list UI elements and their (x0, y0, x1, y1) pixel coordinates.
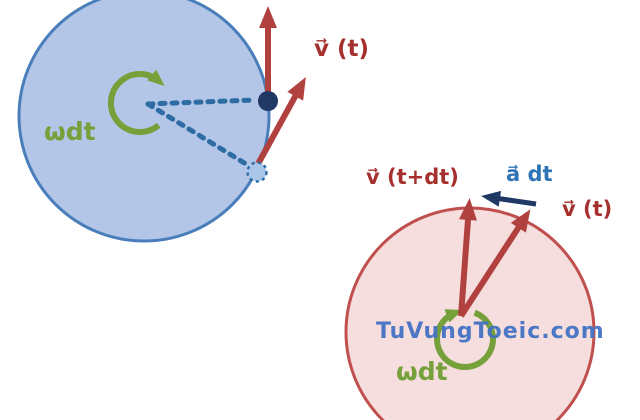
particle-dot-current (258, 91, 278, 111)
acceleration-label: a⃗ dt (506, 162, 553, 186)
right-omega-label: ωdt (396, 357, 448, 386)
left-rotation-disk (17, 0, 271, 243)
acceleration-vector (481, 190, 537, 207)
right-velocity-vector-old (458, 209, 531, 318)
right-rotation-arrow (434, 309, 496, 370)
right-rotation-disk (344, 206, 596, 420)
right-velocity-new-label: v⃗ (t+dt) (366, 165, 459, 189)
left-velocity-label: v⃗ (t) (314, 36, 369, 62)
dotted-radius-new-position (145, 97, 257, 107)
particle-dot-previous (246, 161, 268, 183)
right-velocity-vector-new (458, 198, 477, 317)
right-velocity-old-label: v⃗ (t) (562, 197, 612, 221)
watermark-text: TuVungToeic.com (376, 319, 605, 344)
dotted-radius-old-position (145, 101, 249, 167)
left-rotation-arrow (107, 69, 165, 135)
left-velocity-vector-diagonal (255, 76, 306, 166)
left-omega-label: ωdt (44, 117, 96, 146)
